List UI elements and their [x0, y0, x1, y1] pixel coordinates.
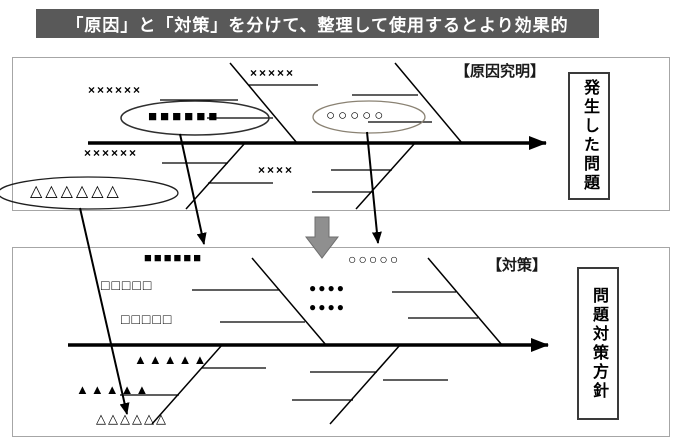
cause-x-top-label: ×××××	[250, 66, 296, 80]
cause-panel-title: 【原因究明】	[455, 63, 546, 80]
measure-result-text: 問題対策方針	[590, 286, 607, 401]
headline-text: 「原因」と「対策」を分けて、整理して使用するとより効果的	[66, 16, 569, 35]
measure-panel	[12, 247, 670, 437]
headline-banner: 「原因」と「対策」を分けて、整理して使用するとより効果的	[36, 9, 599, 38]
cause-panel	[12, 57, 670, 211]
measure-panel-title: 【対策】	[487, 257, 548, 274]
measure-circles-outline-label: ○○○○○	[348, 251, 401, 267]
measure-result-box: 問題対策方針	[577, 267, 619, 420]
cause-x-lower-mid-label: ××××	[258, 163, 295, 177]
measure-triangles-filled-2-label: ▲▲▲▲▲	[76, 382, 151, 397]
cause-x-upper-left-label: ××××××	[88, 83, 143, 97]
cause-triangles-label: △△△△△△	[30, 183, 122, 200]
measure-triangles-outline-label: △△△△△△	[96, 411, 168, 426]
measure-triangles-filled-1-label: ▲▲▲▲▲	[134, 352, 209, 367]
cause-circles-label: ○○○○○	[326, 107, 387, 124]
measure-circles-filled-2-label: ●●●●	[309, 300, 346, 314]
cause-result-box: 発生した問題	[568, 72, 610, 200]
cause-result-text: 発生した問題	[581, 79, 598, 193]
cause-squares-label: ■■■■■■	[148, 108, 221, 125]
measure-squares-filled-label: ■■■■■■	[144, 250, 204, 265]
measure-squares-outline-1-label: □□□□□	[101, 277, 154, 293]
measure-squares-outline-2-label: □□□□□	[121, 311, 174, 327]
measure-circles-filled-1-label: ●●●●	[309, 281, 346, 295]
cause-x-lower-left-label: ××××××	[84, 146, 139, 160]
